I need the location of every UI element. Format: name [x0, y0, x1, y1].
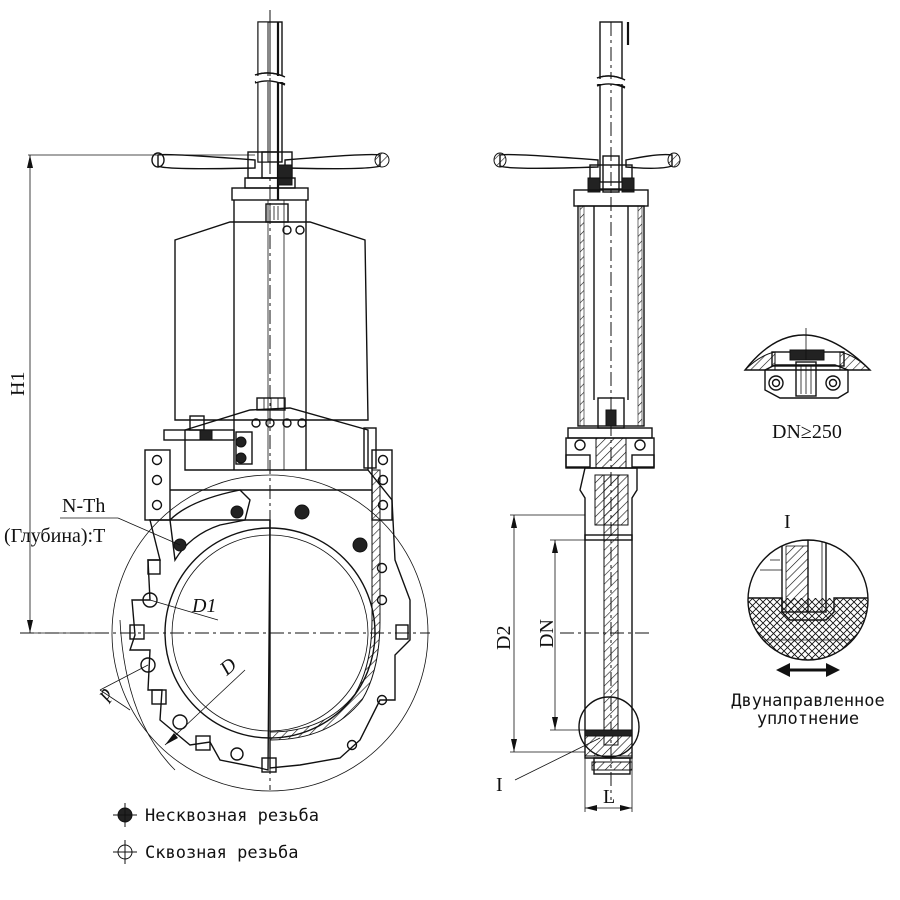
- front-view: H1 N-Th (Глубина):T D1 D p: [4, 10, 430, 792]
- detail-title-label: I: [784, 511, 791, 533]
- bidirectional-line1: Двунаправленное: [731, 691, 885, 711]
- l-dimension: L: [584, 758, 633, 812]
- depth-label: (Глубина):T: [4, 525, 105, 547]
- dn-dimension: DN: [536, 539, 585, 731]
- d1-label: D1: [191, 595, 216, 617]
- n-th-label: N-Th: [62, 495, 105, 517]
- n-th-callout: N-Th (Глубина):T: [4, 495, 181, 547]
- bonnet-flange: [163, 397, 377, 471]
- p-callout: p: [91, 664, 149, 711]
- bidirectional-line2: уплотнение: [757, 709, 859, 729]
- d2-label: D2: [493, 626, 515, 650]
- p-label: p: [91, 683, 116, 705]
- dn-label: DN: [536, 619, 558, 648]
- l-label: L: [603, 786, 615, 808]
- legend-blind-thread: Несквозная резьба: [113, 803, 319, 827]
- h1-label: H1: [7, 372, 29, 396]
- valve-body: [111, 449, 429, 792]
- legend: Несквозная резьба Сквозная резьба: [113, 803, 319, 864]
- bidirectional-arrow-icon: [776, 663, 840, 677]
- legend-through-thread: Сквозная резьба: [113, 840, 299, 864]
- d1-callout: D1: [149, 595, 219, 621]
- dn-condition-label: DN≥250: [772, 421, 842, 443]
- through-thread-label: Сквозная резьба: [145, 843, 299, 863]
- detail-i: I Двунаправленное уплотнение: [731, 511, 885, 729]
- blind-thread-label: Несквозная резьба: [145, 806, 319, 826]
- detail-dn250: DN≥250: [743, 328, 872, 443]
- side-view: D2 DN L I: [493, 21, 681, 812]
- h1-dimension: H1: [7, 154, 255, 634]
- detail-ref-label: I: [496, 774, 503, 796]
- detail-ref-callout: I: [496, 737, 601, 796]
